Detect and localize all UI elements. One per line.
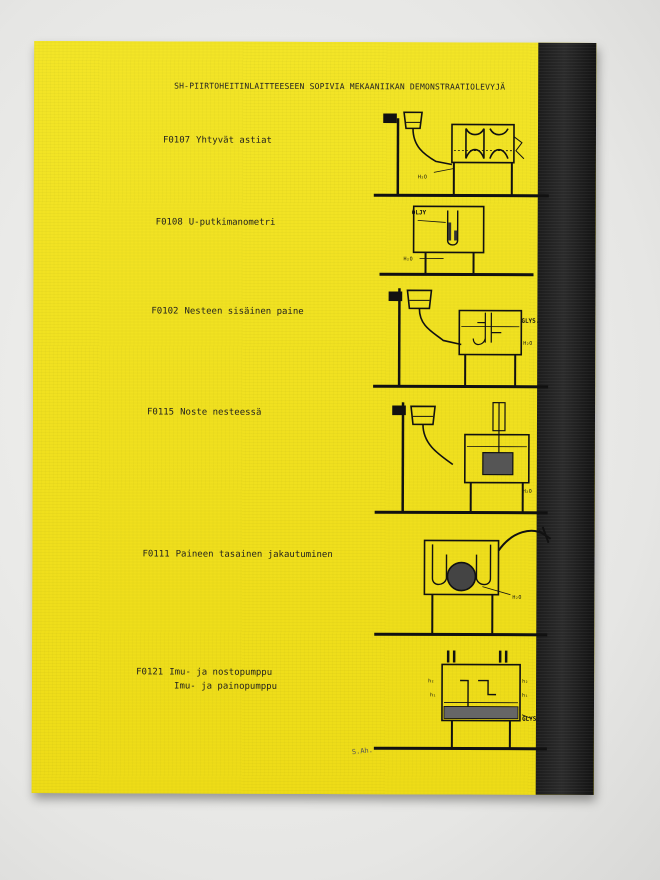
entry-f0121: F0121 Imu- ja nostopumppu Imu- ja painopu…	[136, 665, 277, 693]
h2o-label: H₂O	[512, 595, 521, 601]
h2-label-left: h₂	[428, 678, 434, 684]
entry-f0107: F0107 Yhtyvät astiat	[163, 133, 272, 147]
entry-code: F0111	[142, 549, 170, 560]
entry-title: U-putkimanometri	[188, 217, 276, 228]
h2o-label: H₂O	[523, 341, 532, 347]
figure-u-tube-manometer: ÖLJY H₂O	[379, 205, 534, 277]
entry-f0108: F0108 U-putkimanometri	[156, 215, 276, 229]
signature: S.Ah.	[351, 746, 374, 757]
entry-code: F0115	[147, 407, 175, 418]
page-heading: SH-PIIRTOHEITINLAITTEESEEN SOPIVIA MEKAA…	[174, 81, 506, 92]
entry-code: F0108	[155, 217, 183, 228]
h1-label-left: h₁	[430, 692, 436, 698]
figure-internal-pressure: GLYS. H₂O	[373, 288, 549, 389]
entry-f0115: F0115 Noste nesteessä	[147, 405, 261, 419]
entry-code: F0121	[136, 667, 164, 678]
glycerol-label: GLYS.	[522, 716, 540, 723]
oil-label: ÖLJY	[412, 209, 427, 216]
yellow-board: SH-PIIRTOHEITINLAITTEESEEN SOPIVIA MEKAA…	[31, 41, 597, 795]
entry-code: F0102	[151, 306, 179, 317]
entry-title: Nesteen sisäinen paine	[184, 306, 304, 317]
h2-label-right: h₂	[522, 679, 528, 685]
h1-label-right: h₁	[522, 693, 528, 699]
figure-pumps: h₂ h₁ h₂ h₁ GLYS.	[373, 650, 547, 751]
figure-connected-vessels: H₂O	[373, 111, 549, 198]
entry-title: Yhtyvät astiat	[196, 135, 272, 146]
figure-pressure-distribution: H₂O	[374, 526, 552, 637]
entry-f0111: F0111 Paineen tasainen jakautuminen	[142, 547, 333, 562]
entry-title: Paineen tasainen jakautuminen	[175, 549, 333, 561]
figure-buoyancy: H₂O	[374, 402, 548, 515]
entry-title: Noste nesteessä	[180, 407, 262, 418]
h2o-label: H₂O	[523, 489, 532, 495]
h2o-label: H₂O	[418, 174, 427, 180]
h2o-label: H₂O	[404, 256, 413, 262]
entry-f0102: F0102 Nesteen sisäinen paine	[151, 304, 303, 319]
entry-title: Imu- ja nostopumppu	[169, 667, 273, 678]
entry-code: F0107	[162, 135, 191, 146]
entry-title-2: Imu- ja painopumppu	[174, 681, 278, 692]
glycerol-label: GLYS.	[521, 318, 539, 325]
